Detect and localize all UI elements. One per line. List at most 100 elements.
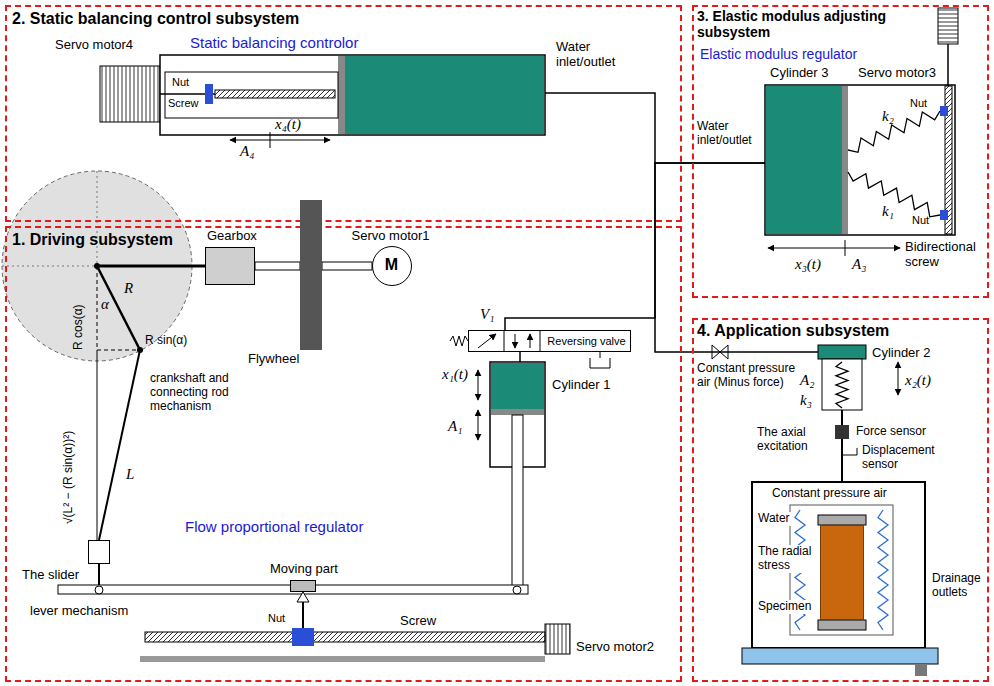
water-chamber — [345, 56, 544, 134]
part-name: Cylinder 3 — [770, 66, 829, 81]
label: R sin(α) — [145, 334, 187, 348]
valve-cell — [504, 330, 505, 352]
label: Screw — [168, 97, 199, 110]
label: Screw — [400, 614, 436, 629]
region-title: Elastic modulus regulator — [700, 46, 857, 62]
label: Nut — [910, 97, 927, 110]
label: The axial excitation — [757, 426, 832, 454]
slider-pin — [98, 564, 100, 586]
pivot — [137, 347, 143, 353]
cell-base — [742, 648, 938, 664]
subsystem-region: 3. Elastic modulus adjusting subsystemEl… — [692, 5, 989, 298]
rod — [841, 410, 843, 425]
dimension-line — [97, 266, 98, 350]
hydraulic-cylinder: Cylinder 1 — [490, 362, 545, 467]
part-name: The slider — [22, 568, 79, 583]
part-name: Flywheel — [248, 352, 299, 367]
label: Displacement sensor — [862, 444, 962, 472]
hydraulic-cylinder: Cylinder 2 — [818, 345, 866, 410]
cylinder-body — [765, 85, 955, 235]
tick — [845, 240, 846, 256]
pivot — [513, 586, 521, 594]
cylinder-body — [160, 55, 545, 135]
region-title: 3. Elastic modulus adjusting subsystem — [697, 8, 937, 40]
label: Servo motor4 — [55, 38, 133, 53]
dimension-arrow — [898, 362, 899, 395]
label: Servo motor2 — [576, 640, 654, 655]
screw — [215, 90, 335, 98]
label: k₁ — [882, 203, 894, 220]
label: k₂ — [882, 108, 894, 125]
region-title: Flow proportional regulator — [185, 518, 363, 535]
link — [302, 602, 304, 628]
label: A₄ — [240, 143, 254, 160]
base-plate — [140, 656, 545, 662]
tank — [590, 352, 610, 368]
platen — [818, 620, 866, 630]
label: V₁ — [480, 306, 494, 323]
label: Servo motor3 — [858, 66, 936, 81]
drain-valve — [915, 664, 927, 676]
water-pipe — [545, 93, 655, 163]
servo-motor — [545, 624, 570, 654]
sleeve — [165, 72, 338, 118]
part-name: M — [385, 256, 398, 274]
platen — [818, 515, 866, 525]
part-name: Moving part — [270, 562, 338, 577]
part-name: Servo motor1 — [352, 229, 430, 244]
spring — [836, 362, 848, 408]
piston-rod — [512, 415, 523, 587]
label: crankshaft and connecting rod mechanism — [150, 372, 232, 413]
valve-spring — [450, 336, 468, 346]
dimension-arrow — [478, 370, 479, 400]
label: Force sensor — [856, 425, 926, 439]
label: R — [124, 280, 133, 297]
shaft — [947, 44, 949, 86]
nut — [205, 84, 213, 104]
force-sensor — [835, 425, 849, 439]
label: A₃ — [852, 256, 866, 273]
dimension-line — [97, 350, 140, 351]
cylinder-cap — [818, 345, 866, 359]
dimension-arrow — [768, 248, 900, 249]
part-name: Cylinder 2 — [872, 346, 931, 361]
label: Nut — [268, 612, 285, 625]
piston — [338, 56, 345, 134]
spring — [848, 172, 940, 217]
dimension-line — [97, 350, 98, 540]
label: Constant pressure air — [772, 487, 887, 501]
nut — [940, 210, 948, 220]
pivot-support — [297, 592, 309, 602]
connecting-rod — [99, 350, 140, 540]
label: Water — [757, 512, 791, 526]
label: α — [101, 296, 109, 313]
label: x₄(t) — [275, 116, 301, 133]
region-title: 4. Application subsystem — [697, 322, 889, 340]
shaft — [97, 265, 205, 268]
label: A₂ — [800, 372, 814, 389]
displacement-sensor — [842, 448, 857, 455]
label: R cos(α) — [72, 304, 86, 350]
water-chamber — [491, 363, 544, 409]
slider: The slider — [88, 540, 110, 564]
label: x₂(t) — [905, 372, 931, 389]
part-name: Cylinder 1 — [552, 378, 611, 393]
label: A₁ — [448, 418, 462, 435]
valve-cell — [540, 330, 541, 352]
label: The radial stress — [757, 545, 817, 573]
label: Water inlet/outlet — [556, 40, 641, 70]
reversing-valve: Reversing valve — [468, 330, 631, 352]
part-name: Reversing valve — [547, 335, 625, 348]
dimension-arrow — [230, 140, 330, 141]
spring — [848, 111, 940, 152]
water-pipe — [505, 163, 765, 330]
flywheel: Flywheel — [300, 200, 322, 350]
pressure-cell — [752, 482, 925, 648]
part-name: Gearbox — [207, 229, 257, 244]
label: Water inlet/outlet — [697, 120, 759, 148]
water-chamber — [766, 86, 842, 234]
label: Nut — [912, 214, 929, 227]
label: √(L² − (R sin(α))²) — [62, 431, 76, 524]
piston — [491, 409, 544, 415]
nut — [292, 628, 314, 646]
